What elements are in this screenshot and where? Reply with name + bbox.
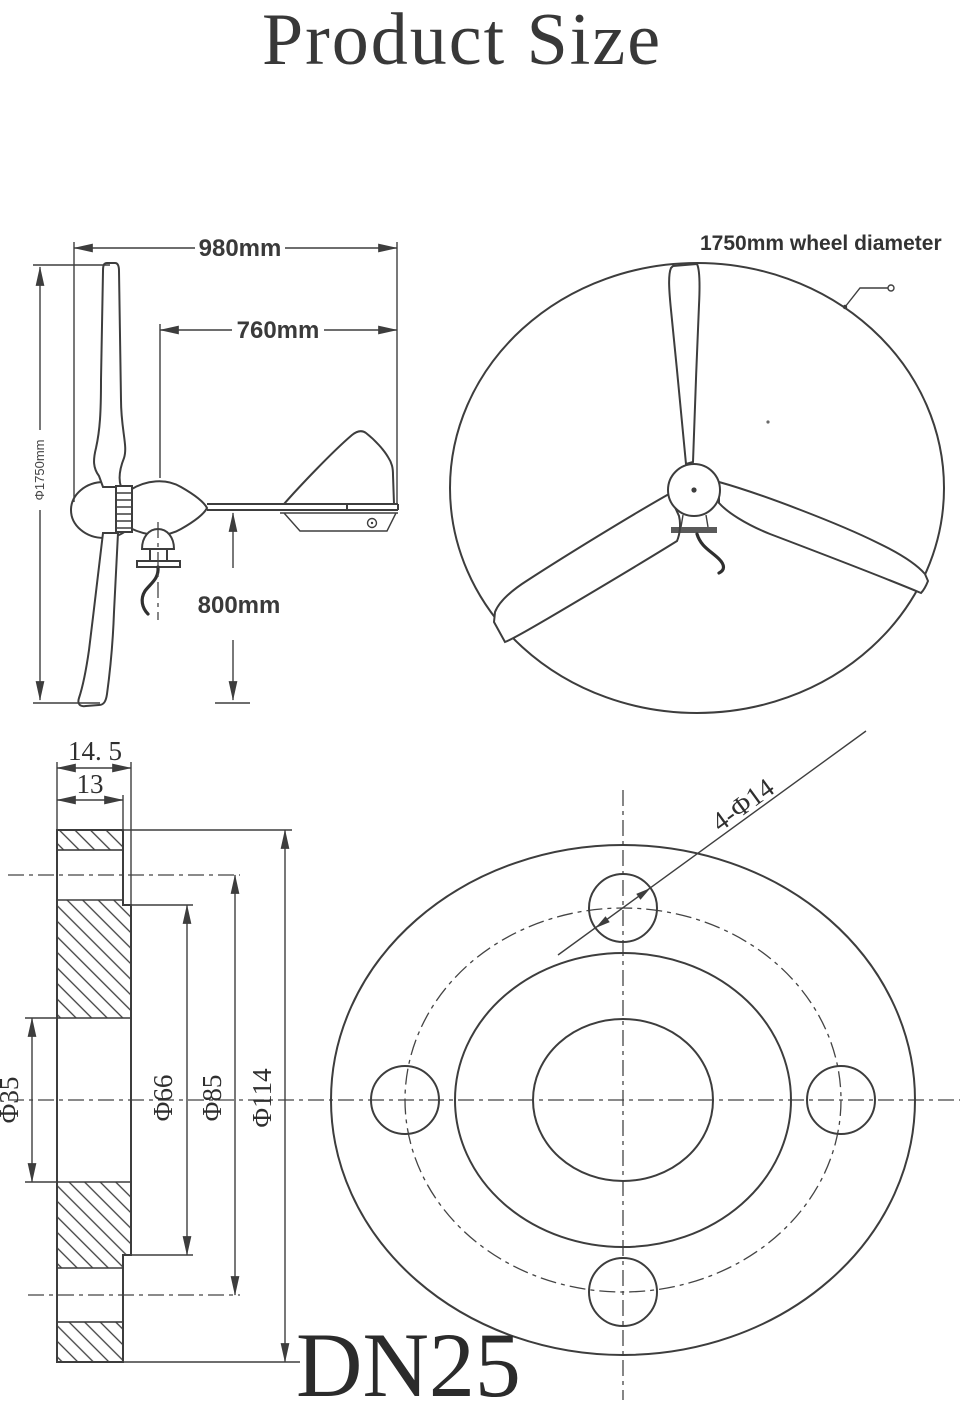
wheel-blade-top xyxy=(668,262,701,466)
dim-bore: Φ35 xyxy=(0,1017,37,1183)
wheel-diameter-label: 1750mm wheel diameter xyxy=(700,232,942,255)
hatch-top-rim xyxy=(56,829,124,851)
bolt-hole-left xyxy=(370,1065,440,1135)
dim-outer-diameter-label: Φ114 xyxy=(247,1068,277,1128)
dim-disc-thickness: 13 xyxy=(56,769,124,805)
bore-circle xyxy=(532,1018,714,1182)
dim-800-label: 800mm xyxy=(198,592,281,619)
hatch-lower-web xyxy=(56,1181,132,1269)
hub-bracket xyxy=(671,514,726,575)
dim-bolt-circle-label: Φ85 xyxy=(197,1075,227,1122)
bolt-hole-top xyxy=(588,873,658,943)
dim-raised-face: Φ66 xyxy=(148,904,192,1256)
section-extension-lines xyxy=(25,762,300,1363)
rotor-blade-up xyxy=(93,262,127,488)
wheel-front-view: 1750mm wheel diameter xyxy=(449,232,945,714)
dim-outer-diameter: Φ114 xyxy=(247,829,290,1363)
raised-face-circle xyxy=(454,952,792,1248)
tail-fin-bracket xyxy=(280,512,398,532)
turbine-side-view: 980mm 760mm 800mm Φ1750mm xyxy=(32,235,399,708)
dim-980: 980mm xyxy=(73,235,398,262)
dim-bore-label: Φ35 xyxy=(0,1077,24,1124)
dim-bolt-circle: Φ85 xyxy=(197,874,240,1296)
hub-cable xyxy=(695,532,726,575)
wheel-blade-right xyxy=(718,480,930,595)
nominal-size-label: DN25 xyxy=(296,1314,521,1405)
extension-lines xyxy=(33,242,398,704)
tail-fin xyxy=(281,430,396,505)
power-cable xyxy=(140,565,160,616)
bolt-hole-callout-label: 4-Φ14 xyxy=(706,772,780,837)
dim-overall-thickness-label: 14. 5 xyxy=(68,736,122,766)
flange-section-view: 14. 5 13 Φ35 Φ66 Φ85 Φ114 xyxy=(0,736,300,1363)
dim-800: 800mm xyxy=(198,512,281,701)
wheel-blade-left xyxy=(492,492,682,644)
bolt-hole-right xyxy=(806,1065,876,1135)
dim-760-label: 760mm xyxy=(237,317,320,344)
hatch-bottom-rim xyxy=(56,1321,124,1363)
dim-disc-thickness-label: 13 xyxy=(77,769,104,799)
nacelle-body xyxy=(129,480,209,536)
dim-overall-thickness: 14. 5 xyxy=(56,736,132,773)
surface-dot xyxy=(766,420,770,424)
wheel-diameter-callout: 1750mm wheel diameter xyxy=(700,232,942,310)
dim-raised-face-label: Φ66 xyxy=(148,1075,178,1122)
flange-front-view: 4-Φ14 DN25 xyxy=(296,730,916,1405)
yaw-mount xyxy=(136,522,181,620)
hub-ribs xyxy=(115,485,133,533)
dim-760: 760mm xyxy=(159,317,398,344)
bolt-hole-bottom xyxy=(588,1257,658,1327)
hatch-upper-web xyxy=(56,899,132,1019)
dim-980-label: 980mm xyxy=(199,235,282,262)
dim-rotor-label: Φ1750mm xyxy=(32,440,47,501)
bolt-hole-callout: 4-Φ14 xyxy=(557,730,867,956)
hub-center-dot xyxy=(691,487,697,493)
centerlines xyxy=(8,790,960,1400)
dim-rotor-diameter: Φ1750mm xyxy=(32,266,47,701)
rotor-blade-down xyxy=(77,532,120,708)
flange-outer-circle xyxy=(330,844,916,1356)
page-title: Product Size xyxy=(262,0,662,81)
